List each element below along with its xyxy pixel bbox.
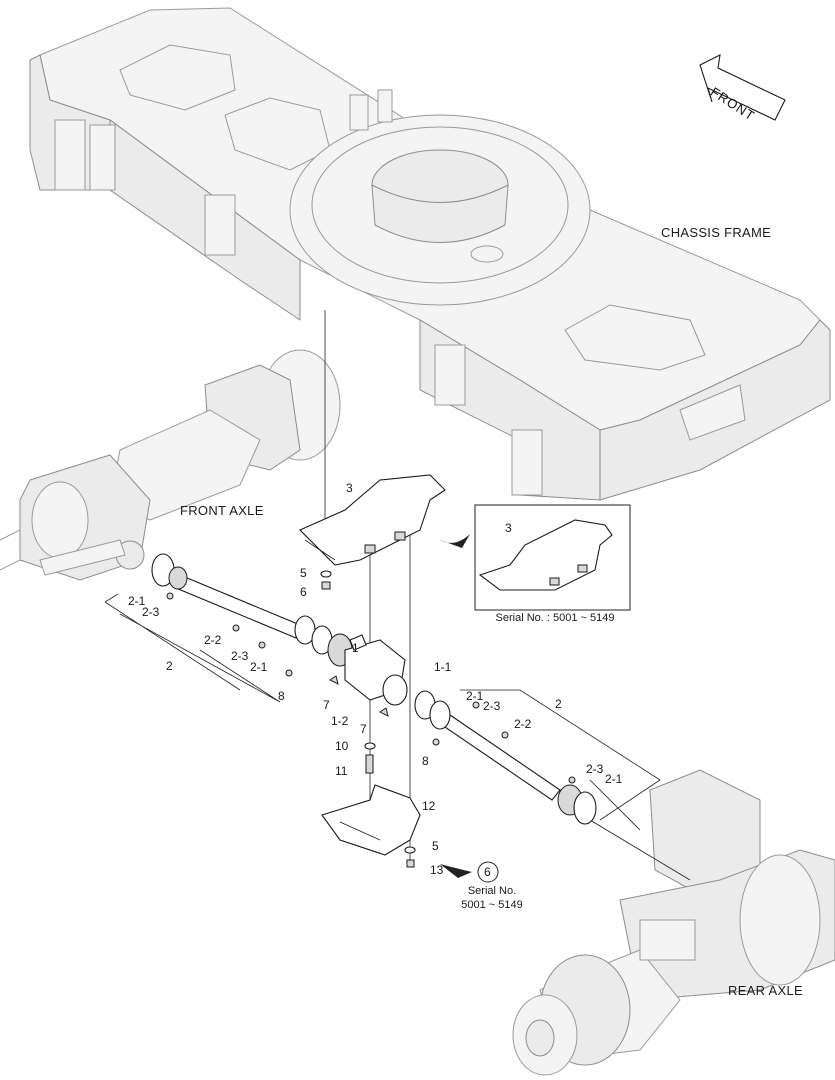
rear-axle-drawing [512, 769, 835, 1076]
rear-drive-shaft [414, 690, 597, 825]
front-arrow-drawing [699, 54, 786, 121]
fasteners [166, 570, 576, 868]
serial-circle-number: 6 [484, 865, 491, 879]
callout-label: 7 [323, 698, 330, 712]
callout-label: 1-1 [434, 660, 452, 674]
serial-pointer [440, 864, 472, 878]
callout-label: 1 [352, 641, 359, 655]
callout-label: 2-1 [605, 772, 623, 786]
callout-label: 2-1 [128, 594, 146, 608]
callout-label: 3 [346, 481, 353, 495]
serial-note-line2: 5001 ~ 5149 [461, 899, 523, 911]
callout-label: 2-1 [250, 660, 268, 674]
center-bearing [344, 634, 408, 706]
callout-label: 7 [360, 722, 367, 736]
serial-circle [477, 861, 499, 883]
callout-label: 2 [555, 697, 562, 711]
callout-label: 2-2 [204, 633, 222, 647]
callout-label: 2-3 [142, 605, 160, 619]
callout-label: 6 [300, 585, 307, 599]
callout-label: 2-3 [231, 649, 249, 663]
chassis-frame-drawing [29, 7, 831, 501]
serial-note-line1: Serial No. [467, 885, 517, 897]
inset-box [440, 504, 631, 611]
rear-axle-label: REAR AXLE [728, 983, 803, 998]
callout-label: 5 [300, 566, 307, 580]
callout-label: 5 [432, 839, 439, 853]
callout-label: 2-2 [514, 717, 532, 731]
callout-label: 2 [166, 659, 173, 673]
inset-callout: 3 [505, 521, 512, 535]
front-drive-shaft [151, 553, 353, 667]
callout-label: 8 [278, 689, 285, 703]
bracket-12 [321, 784, 421, 856]
callout-label: 2-3 [586, 762, 604, 776]
callout-label: 13 [430, 863, 444, 877]
callout-label: 12 [422, 799, 436, 813]
bracket-3 [299, 474, 446, 566]
front-axle-label: FRONT AXLE [180, 503, 264, 518]
chassis-frame-label: CHASSIS FRAME [661, 225, 772, 240]
front-axle-drawing [0, 349, 341, 581]
inset-serial-text: Serial No. : 5001 ~ 5149 [495, 612, 615, 624]
callout-label: 1-2 [331, 714, 349, 728]
callout-label: 11 [335, 764, 348, 778]
callout-label: 2-3 [483, 699, 501, 713]
callout-label: 8 [422, 754, 429, 768]
callout-label: 2-1 [466, 689, 484, 703]
callout-label: 10 [335, 739, 349, 753]
